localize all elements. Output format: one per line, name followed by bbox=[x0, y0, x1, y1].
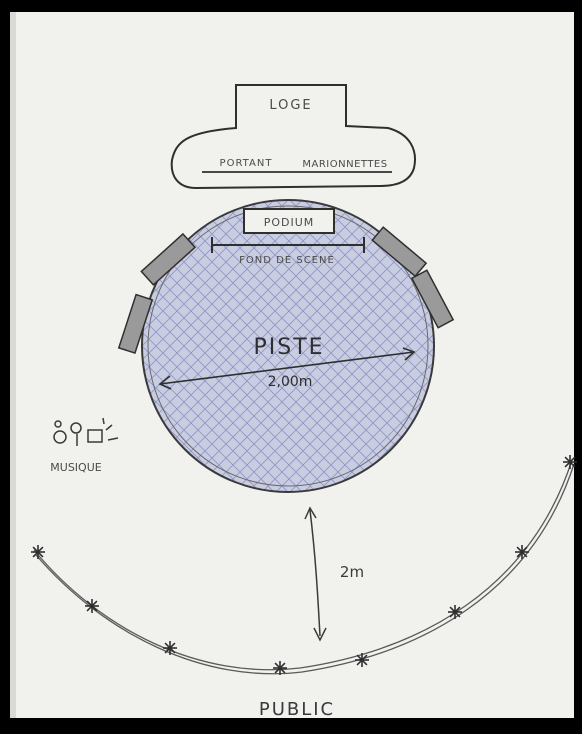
podium-label: PODIUM bbox=[264, 216, 315, 229]
loge-label: LOGE bbox=[269, 98, 312, 113]
piste-label: PISTE bbox=[253, 335, 324, 360]
public-seat-star bbox=[273, 661, 287, 675]
paper-shadow-edge bbox=[10, 12, 16, 718]
public-label: PUBLIC bbox=[259, 699, 335, 720]
marionnettes-label: MARIONNETTES bbox=[302, 159, 387, 170]
public-seat-star bbox=[355, 653, 369, 667]
public-seat-star bbox=[31, 545, 45, 559]
portant-label: PORTANT bbox=[220, 158, 273, 169]
public-seat-star bbox=[163, 641, 177, 655]
public-seat-star bbox=[515, 545, 529, 559]
public-seat-star bbox=[563, 455, 577, 469]
fond-de-scene-label: FOND DE SCENE bbox=[239, 255, 335, 266]
distance-label: 2m bbox=[340, 563, 364, 581]
public-seat-star bbox=[448, 605, 462, 619]
musique-label: MUSIQUE bbox=[50, 461, 101, 474]
public-seat-star bbox=[85, 599, 99, 613]
piste-diameter-label: 2,00m bbox=[268, 374, 313, 390]
